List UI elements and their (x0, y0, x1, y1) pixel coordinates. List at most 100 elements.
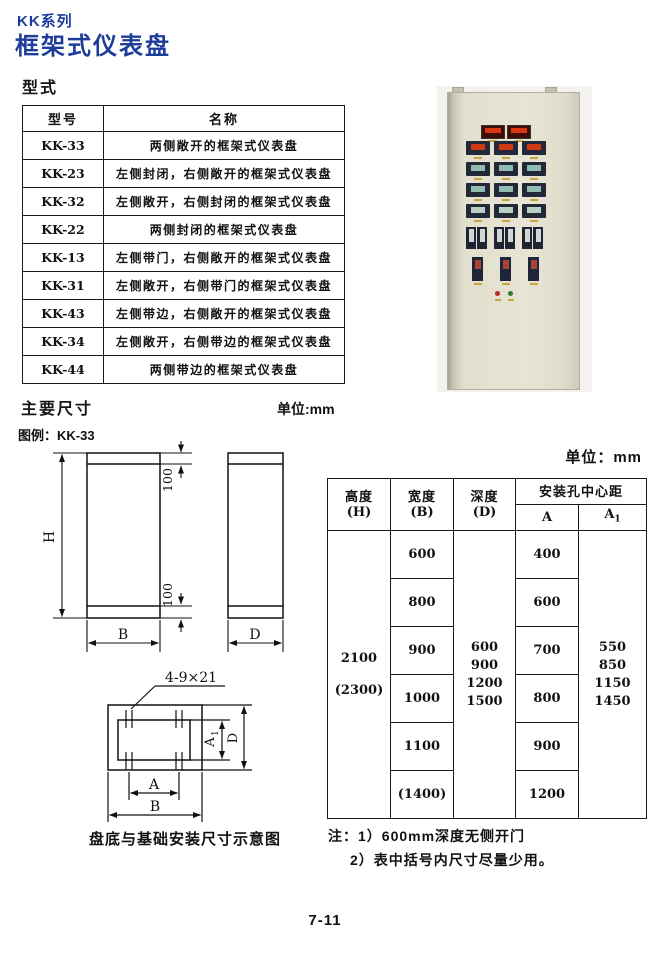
a1-dim-base: A (203, 737, 218, 748)
panel-module (494, 162, 518, 176)
module-window (527, 165, 541, 171)
width-value: 600 (390, 530, 454, 579)
d-dim-label: D (226, 733, 241, 743)
depth-value: 900 (470, 657, 499, 673)
depth-dim-label: D (249, 627, 260, 643)
recorder-window (535, 229, 541, 242)
module-window (471, 207, 485, 213)
module-window (499, 165, 513, 171)
a1-value: 1150 (594, 675, 631, 691)
depth-value: 600 (470, 639, 499, 655)
panel-module (494, 183, 518, 197)
col-height-title: 高度 (344, 489, 373, 504)
recorder-window (524, 229, 530, 242)
recorder-module (522, 227, 532, 249)
a-value: 900 (515, 722, 579, 771)
note-label: 注： (328, 828, 358, 844)
module-window (527, 207, 541, 213)
a1-value: 550 (598, 639, 627, 655)
col-width-symbol: (B) (410, 505, 434, 520)
page-title: 框架式仪表盘 (15, 33, 171, 60)
panel-cabinet (447, 92, 580, 390)
recorder-module-pair (494, 227, 518, 249)
a-value: 1200 (515, 770, 579, 819)
col-depth-title: 深度 (470, 489, 499, 504)
col-a1-header: A1 (578, 504, 647, 531)
display-segment (511, 128, 527, 133)
module-window (499, 207, 513, 213)
module-window (499, 144, 513, 150)
col-a-header: A (515, 504, 579, 531)
note-line-1: 注：1）600mm深度无侧开门 (328, 824, 554, 848)
width-value: 800 (390, 578, 454, 627)
base-outlines (107, 704, 203, 771)
depth-value: 1200 (466, 675, 503, 691)
panel-module (466, 183, 490, 197)
model-code: KK-44 (22, 355, 104, 384)
series-label: KK系列 (17, 13, 73, 30)
model-name: 左侧带门，右侧敞开的框架式仪表盘 (103, 243, 345, 272)
foundation-drawing: 4-9×21 A 1 D A B (107, 670, 252, 822)
type-section-heading: 型式 (22, 80, 59, 97)
recorder-module (533, 227, 543, 249)
col-width-header: 宽度 (B) (390, 478, 454, 531)
panel-module (522, 183, 546, 197)
module-window (471, 186, 485, 192)
depth-values-cell: 600 900 1200 1500 (453, 530, 516, 819)
a-value: 700 (515, 626, 579, 675)
models-col-name: 名称 (103, 105, 345, 132)
table-row: (1400) 1200 (328, 770, 647, 819)
controller-window (530, 260, 537, 269)
panel-module (522, 204, 546, 218)
width-value: 900 (390, 626, 454, 675)
recorder-module-pair (522, 227, 546, 249)
table-row: 1000 800 (328, 674, 647, 723)
a-value: 800 (515, 674, 579, 723)
note-text-1: 1）600mm深度无侧开门 (358, 828, 526, 844)
panel-outlines (86, 452, 284, 619)
a1-values-cell: 550 850 1150 1450 (578, 530, 647, 819)
model-code: KK-23 (22, 159, 104, 188)
model-code: KK-43 (22, 299, 104, 328)
module-window (527, 144, 541, 150)
note-text-2: 2）表中括号内尺寸尽量少用。 (350, 852, 554, 868)
size-subheader-row: A A1 (328, 504, 647, 531)
indicator-lamp-red (495, 291, 500, 296)
col-height-header: 高度 (H) (327, 478, 391, 531)
a1-value: 1450 (594, 693, 631, 709)
recorder-module (505, 227, 515, 249)
width-dim-label: B (118, 627, 128, 643)
page-number: 7-11 (308, 912, 342, 929)
a1-dim-label: A 1 (203, 730, 221, 747)
model-name: 两侧敞开的框架式仪表盘 (103, 131, 345, 160)
col-depth-symbol: (D) (472, 505, 497, 520)
recorder-window (468, 229, 474, 242)
foundation-caption: 盘底与基础安装尺寸示意图 (88, 831, 281, 848)
top-offset-dim-label: 100 (160, 468, 175, 492)
legend-label: 图例：KK-33 (18, 428, 95, 443)
digital-display-module (481, 125, 505, 139)
col-width-title: 宽度 (407, 489, 436, 504)
indicator-lamp-green (508, 291, 513, 296)
model-name: 左侧带边，右侧敞开的框架式仪表盘 (103, 299, 345, 328)
panel-module (522, 141, 546, 155)
recorder-window (479, 229, 485, 242)
module-window (471, 165, 485, 171)
panel-photo (437, 86, 592, 392)
panel-module (522, 162, 546, 176)
width-value: (1400) (390, 770, 454, 819)
table-row: 2100(2300) 600 600 900 1200 1500 400 550… (327, 530, 647, 819)
controller-module (528, 257, 539, 281)
controller-module (472, 257, 483, 281)
depth-value: 1500 (466, 693, 503, 709)
width-value: 1000 (390, 674, 454, 723)
panel-module (466, 141, 490, 155)
